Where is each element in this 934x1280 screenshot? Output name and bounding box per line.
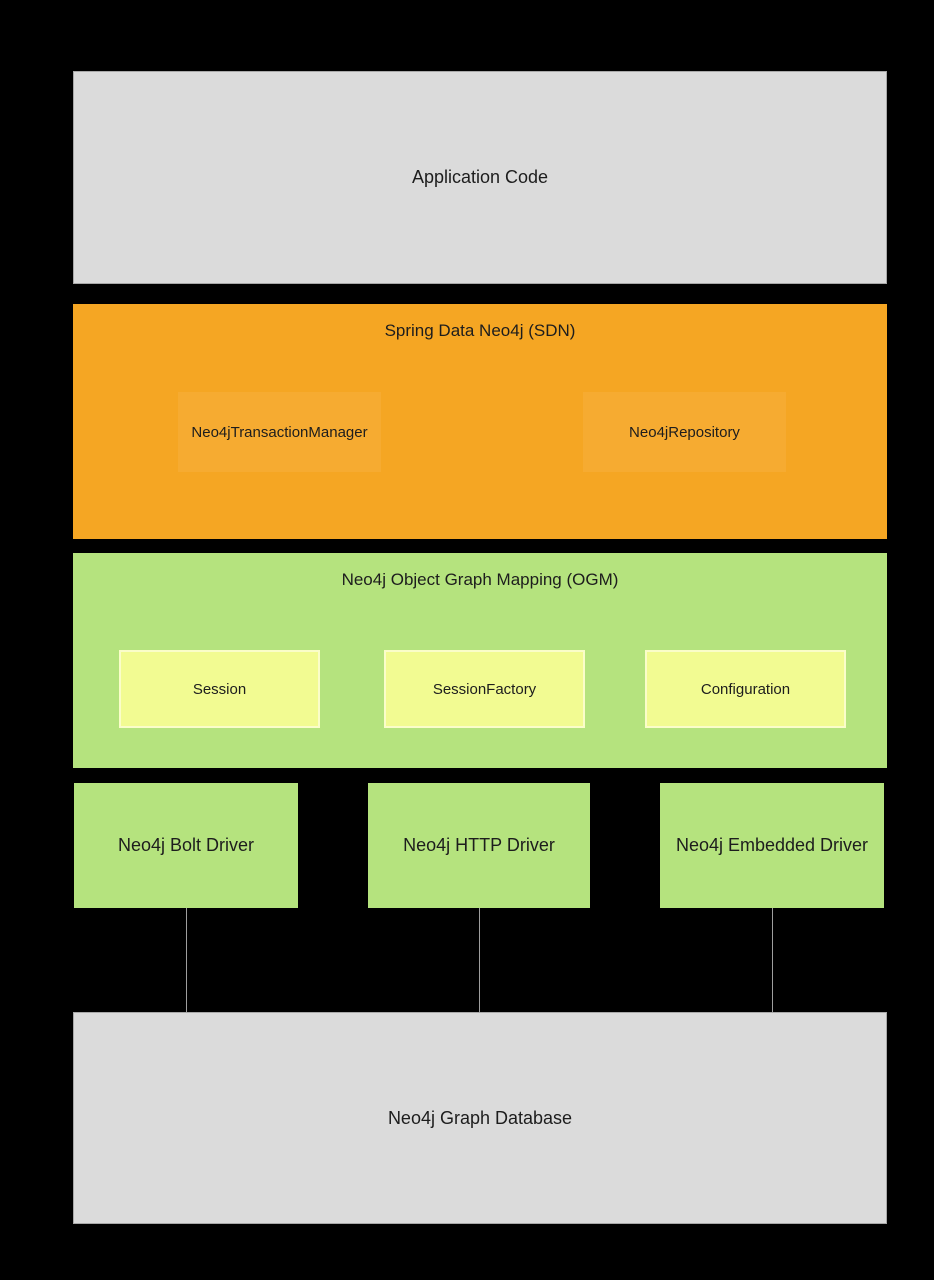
bolt-driver-label: Neo4j Bolt Driver [117, 835, 255, 855]
session-factory-label: SessionFactory [432, 680, 537, 698]
application-code-box: Application Code [73, 71, 887, 284]
embedded-driver-connector-line [772, 908, 773, 1012]
graph-database-box: Neo4j Graph Database [73, 1012, 887, 1224]
session-box: Session [119, 650, 320, 728]
application-code-label: Application Code [411, 167, 549, 187]
bolt-driver-box: Neo4j Bolt Driver [74, 783, 298, 908]
ogm-layer-box: Neo4j Object Graph Mapping (OGM) Session… [73, 553, 887, 768]
sdn-layer-box: Spring Data Neo4j (SDN) Neo4jTransaction… [73, 304, 887, 539]
transaction-manager-label: Neo4jTransactionManager [191, 423, 368, 441]
configuration-box: Configuration [645, 650, 846, 728]
sdn-layer-title: Spring Data Neo4j (SDN) [384, 321, 576, 340]
ogm-layer-title: Neo4j Object Graph Mapping (OGM) [341, 570, 619, 589]
session-factory-box: SessionFactory [384, 650, 585, 728]
bolt-driver-connector-line [186, 908, 187, 1012]
graph-database-label: Neo4j Graph Database [387, 1107, 573, 1128]
http-driver-connector-line [479, 908, 480, 1012]
embedded-driver-box: Neo4j Embedded Driver [660, 783, 884, 908]
transaction-manager-box: Neo4jTransactionManager [178, 392, 381, 472]
http-driver-label: Neo4j HTTP Driver [403, 835, 555, 855]
repository-label: Neo4jRepository [629, 423, 740, 441]
configuration-label: Configuration [700, 680, 791, 698]
repository-box: Neo4jRepository [583, 392, 786, 472]
session-label: Session [192, 680, 247, 698]
embedded-driver-label: Neo4j Embedded Driver [675, 835, 869, 855]
http-driver-box: Neo4j HTTP Driver [368, 783, 590, 908]
